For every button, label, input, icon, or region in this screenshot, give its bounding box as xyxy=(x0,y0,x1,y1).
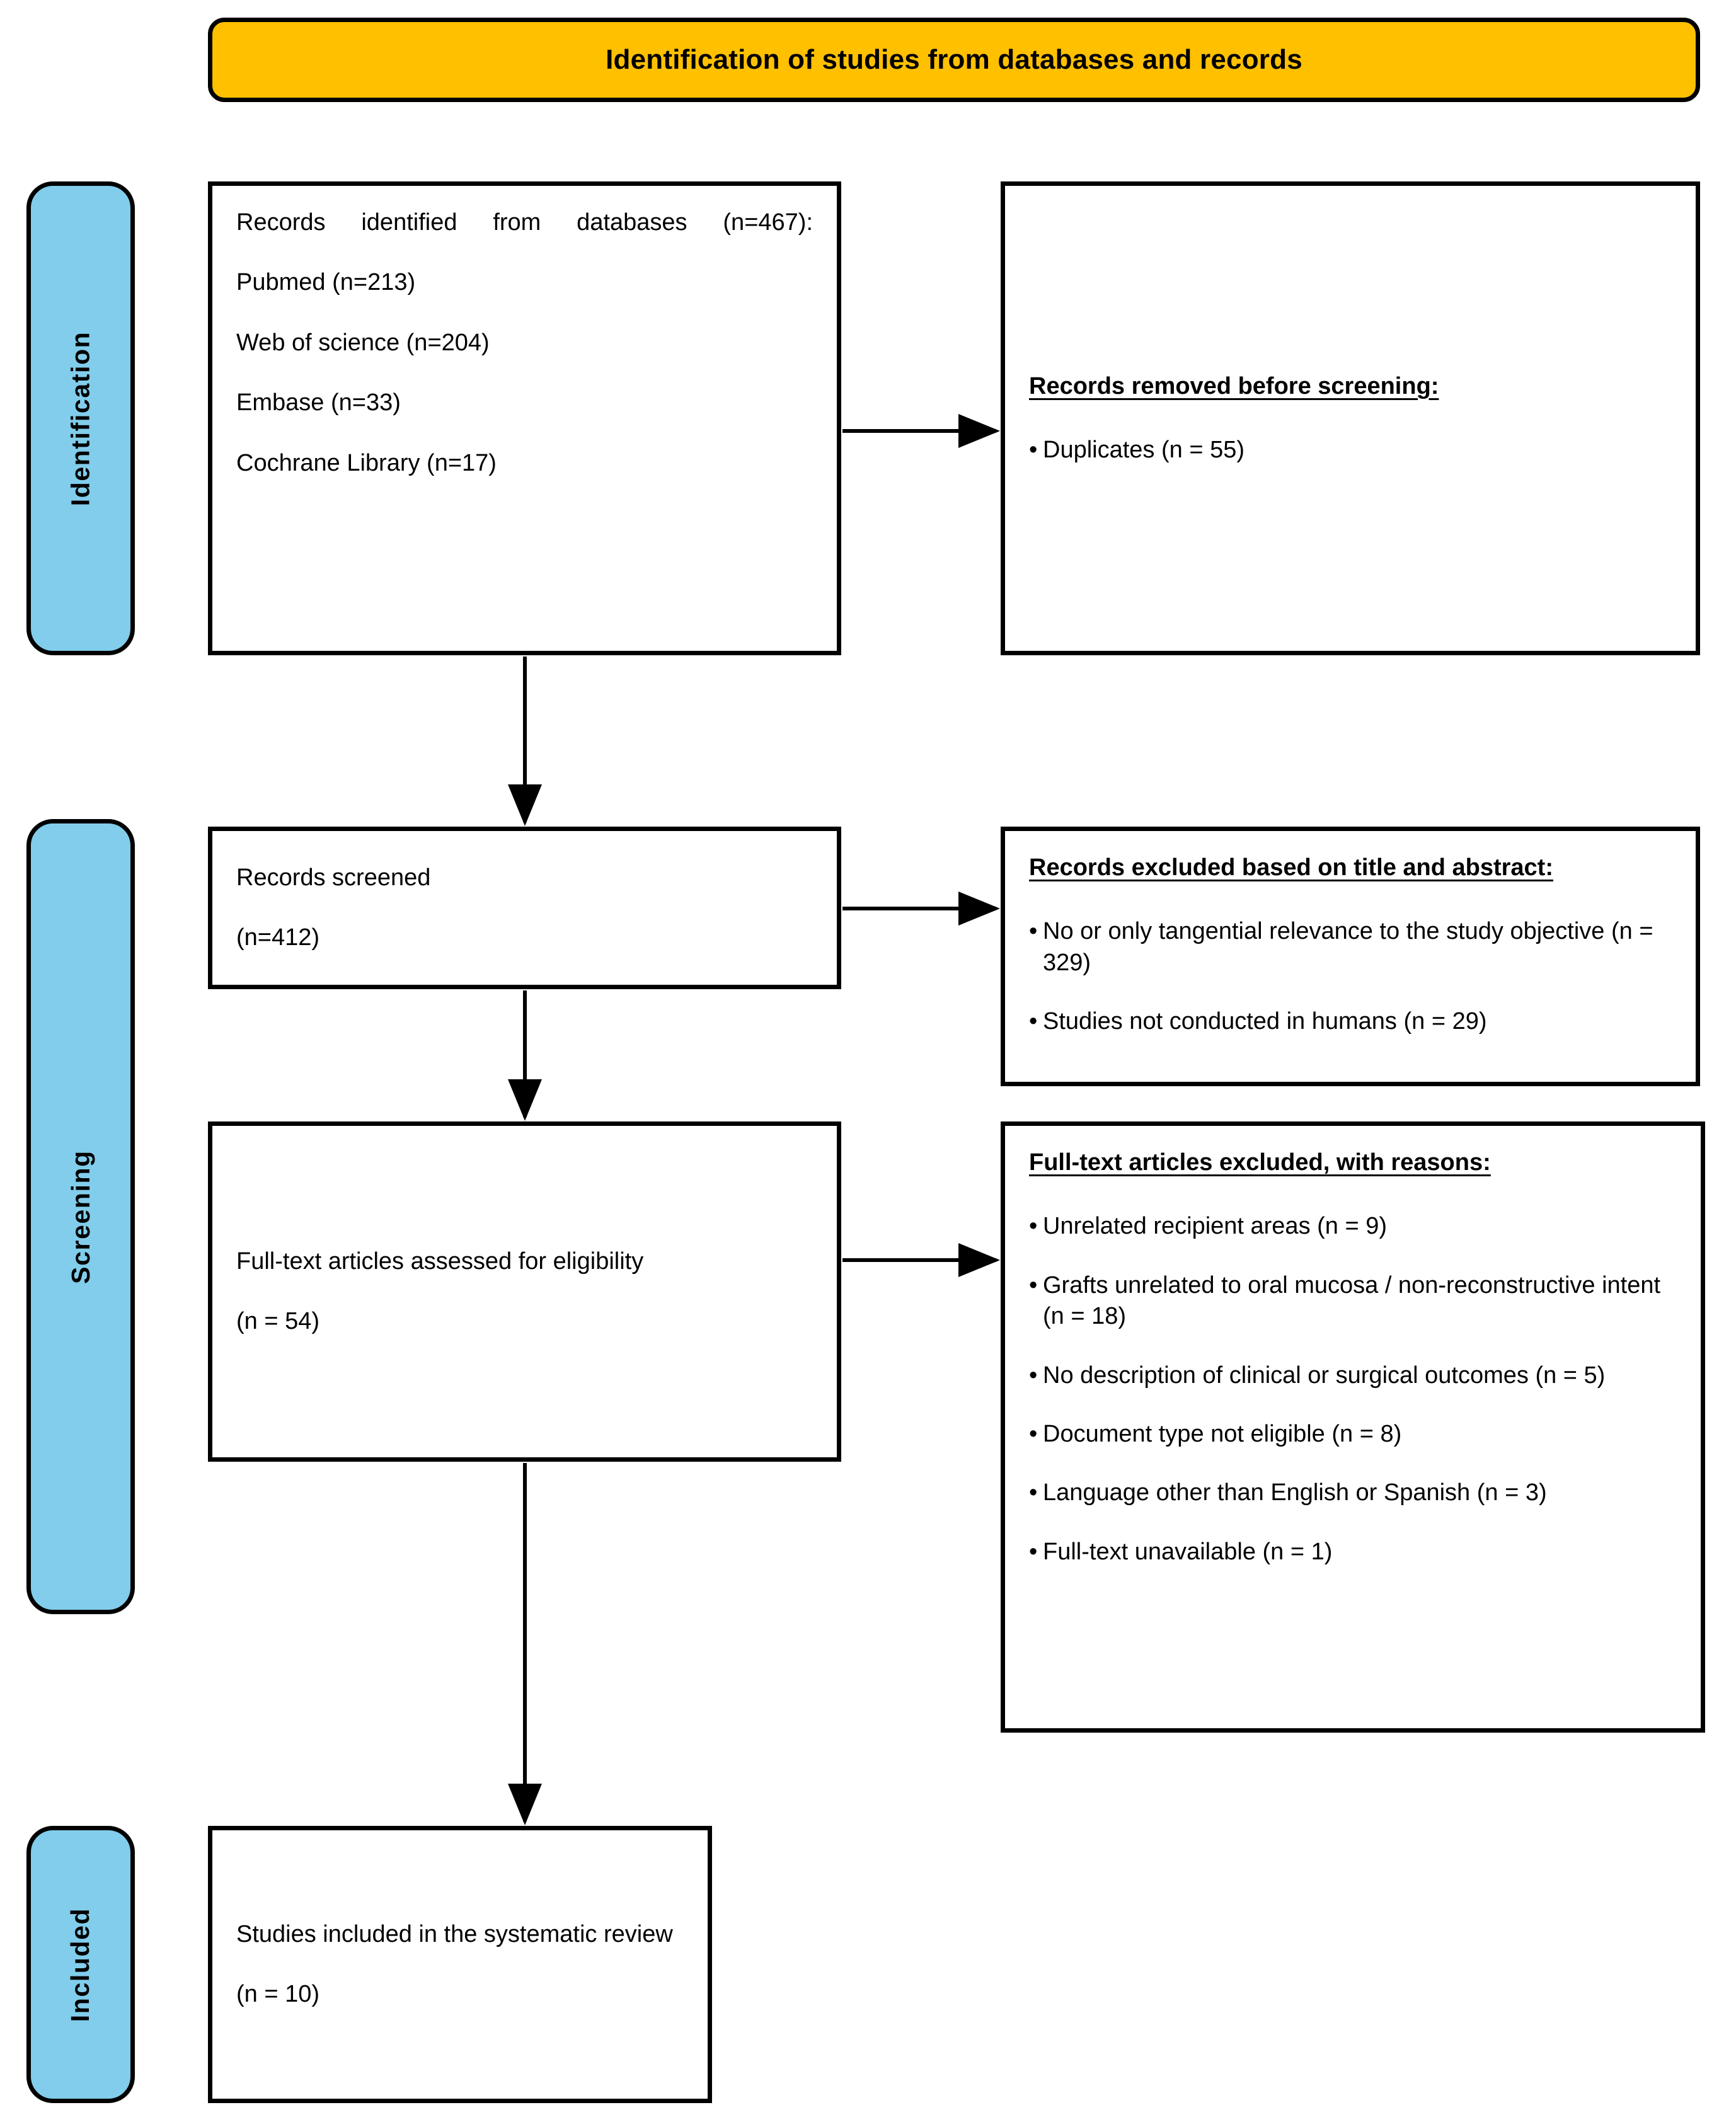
records-screened-line-2: (n=412) xyxy=(236,924,320,951)
list-item: • Language other than English or Spanish… xyxy=(1029,1477,1677,1508)
box-records-removed: Records removed before screening: • Dupl… xyxy=(1001,181,1700,655)
excluded-ft-bullet-1: Unrelated recipient areas (n = 9) xyxy=(1043,1213,1388,1240)
records-identified-line-4: Embase (n=33) xyxy=(236,389,401,416)
excluded-ta-bullet-1: No or only tangential relevance to the s… xyxy=(1043,918,1653,976)
bullet-icon: • xyxy=(1029,1271,1038,1299)
list-item: • Unrelated recipient areas (n = 9) xyxy=(1029,1211,1677,1242)
bullet-icon: • xyxy=(1029,1538,1038,1565)
stage-label-included: Included xyxy=(66,1907,95,2022)
excluded-ft-bullet-3: No description of clinical or surgical o… xyxy=(1043,1362,1606,1389)
list-item: • No or only tangential relevance to the… xyxy=(1029,916,1672,978)
excluded-ft-bullet-5: Language other than English or Spanish (… xyxy=(1043,1479,1547,1506)
stage-pill-included: Included xyxy=(26,1826,135,2103)
excluded-ta-bullet-2: Studies not conducted in humans (n = 29) xyxy=(1043,1008,1487,1035)
list-item: • Full-text unavailable (n = 1) xyxy=(1029,1537,1677,1568)
list-item: • No description of clinical or surgical… xyxy=(1029,1360,1677,1391)
bullet-icon: • xyxy=(1029,1362,1038,1389)
bullet-icon: • xyxy=(1029,1213,1038,1240)
bullet-icon: • xyxy=(1029,437,1038,463)
box-records-screened: Records screened (n=412) xyxy=(208,827,841,989)
header-banner: Identification of studies from databases… xyxy=(208,18,1700,102)
stage-pill-identification: Identification xyxy=(26,181,135,655)
box-fulltext-assessed: Full-text articles assessed for eligibil… xyxy=(208,1121,841,1462)
box-studies-included: Studies included in the systematic revie… xyxy=(208,1826,712,2103)
excluded-ft-heading: Full-text articles excluded, with reason… xyxy=(1029,1149,1491,1176)
bullet-icon: • xyxy=(1029,1479,1038,1506)
stage-label-screening: Screening xyxy=(66,1149,95,1284)
records-removed-bullet-1: Duplicates (n = 55) xyxy=(1043,437,1245,463)
fulltext-assessed-line-2: (n = 54) xyxy=(236,1308,320,1334)
list-item: • Grafts unrelated to oral mucosa / non-… xyxy=(1029,1270,1677,1333)
stage-pill-screening: Screening xyxy=(26,819,135,1614)
stage-label-identification: Identification xyxy=(66,331,95,506)
excluded-ta-heading: Records excluded based on title and abst… xyxy=(1029,854,1553,881)
bullet-icon: • xyxy=(1029,918,1038,945)
records-identified-line-5: Cochrane Library (n=17) xyxy=(236,449,497,476)
records-screened-line-1: Records screened xyxy=(236,864,431,891)
box-records-excluded-title-abstract: Records excluded based on title and abst… xyxy=(1001,827,1700,1086)
records-identified-line-3: Web of science (n=204) xyxy=(236,329,490,356)
bullet-icon: • xyxy=(1029,1008,1038,1035)
bullet-icon: • xyxy=(1029,1420,1038,1447)
excluded-ft-bullet-6: Full-text unavailable (n = 1) xyxy=(1043,1538,1333,1565)
fulltext-assessed-line-1: Full-text articles assessed for eligibil… xyxy=(236,1247,644,1275)
list-item: • Studies not conducted in humans (n = 2… xyxy=(1029,1006,1672,1037)
box-records-identified: Records identified from databases (n=467… xyxy=(208,181,841,655)
excluded-ft-bullet-4: Document type not eligible (n = 8) xyxy=(1043,1420,1402,1447)
records-identified-line-1: Records identified from databases (n=467… xyxy=(236,209,813,236)
box-fulltext-excluded: Full-text articles excluded, with reason… xyxy=(1001,1121,1705,1733)
page-title: Identification of studies from databases… xyxy=(606,43,1302,75)
list-item: • Document type not eligible (n = 8) xyxy=(1029,1419,1677,1450)
studies-included-line-2: (n = 10) xyxy=(236,1981,320,2007)
excluded-ft-bullet-2: Grafts unrelated to oral mucosa / non-re… xyxy=(1043,1271,1661,1330)
studies-included-line-1: Studies included in the systematic revie… xyxy=(236,1920,673,1947)
records-removed-heading: Records removed before screening: xyxy=(1029,372,1439,399)
list-item: • Duplicates (n = 55) xyxy=(1029,435,1672,466)
records-identified-line-2: Pubmed (n=213) xyxy=(236,269,416,296)
